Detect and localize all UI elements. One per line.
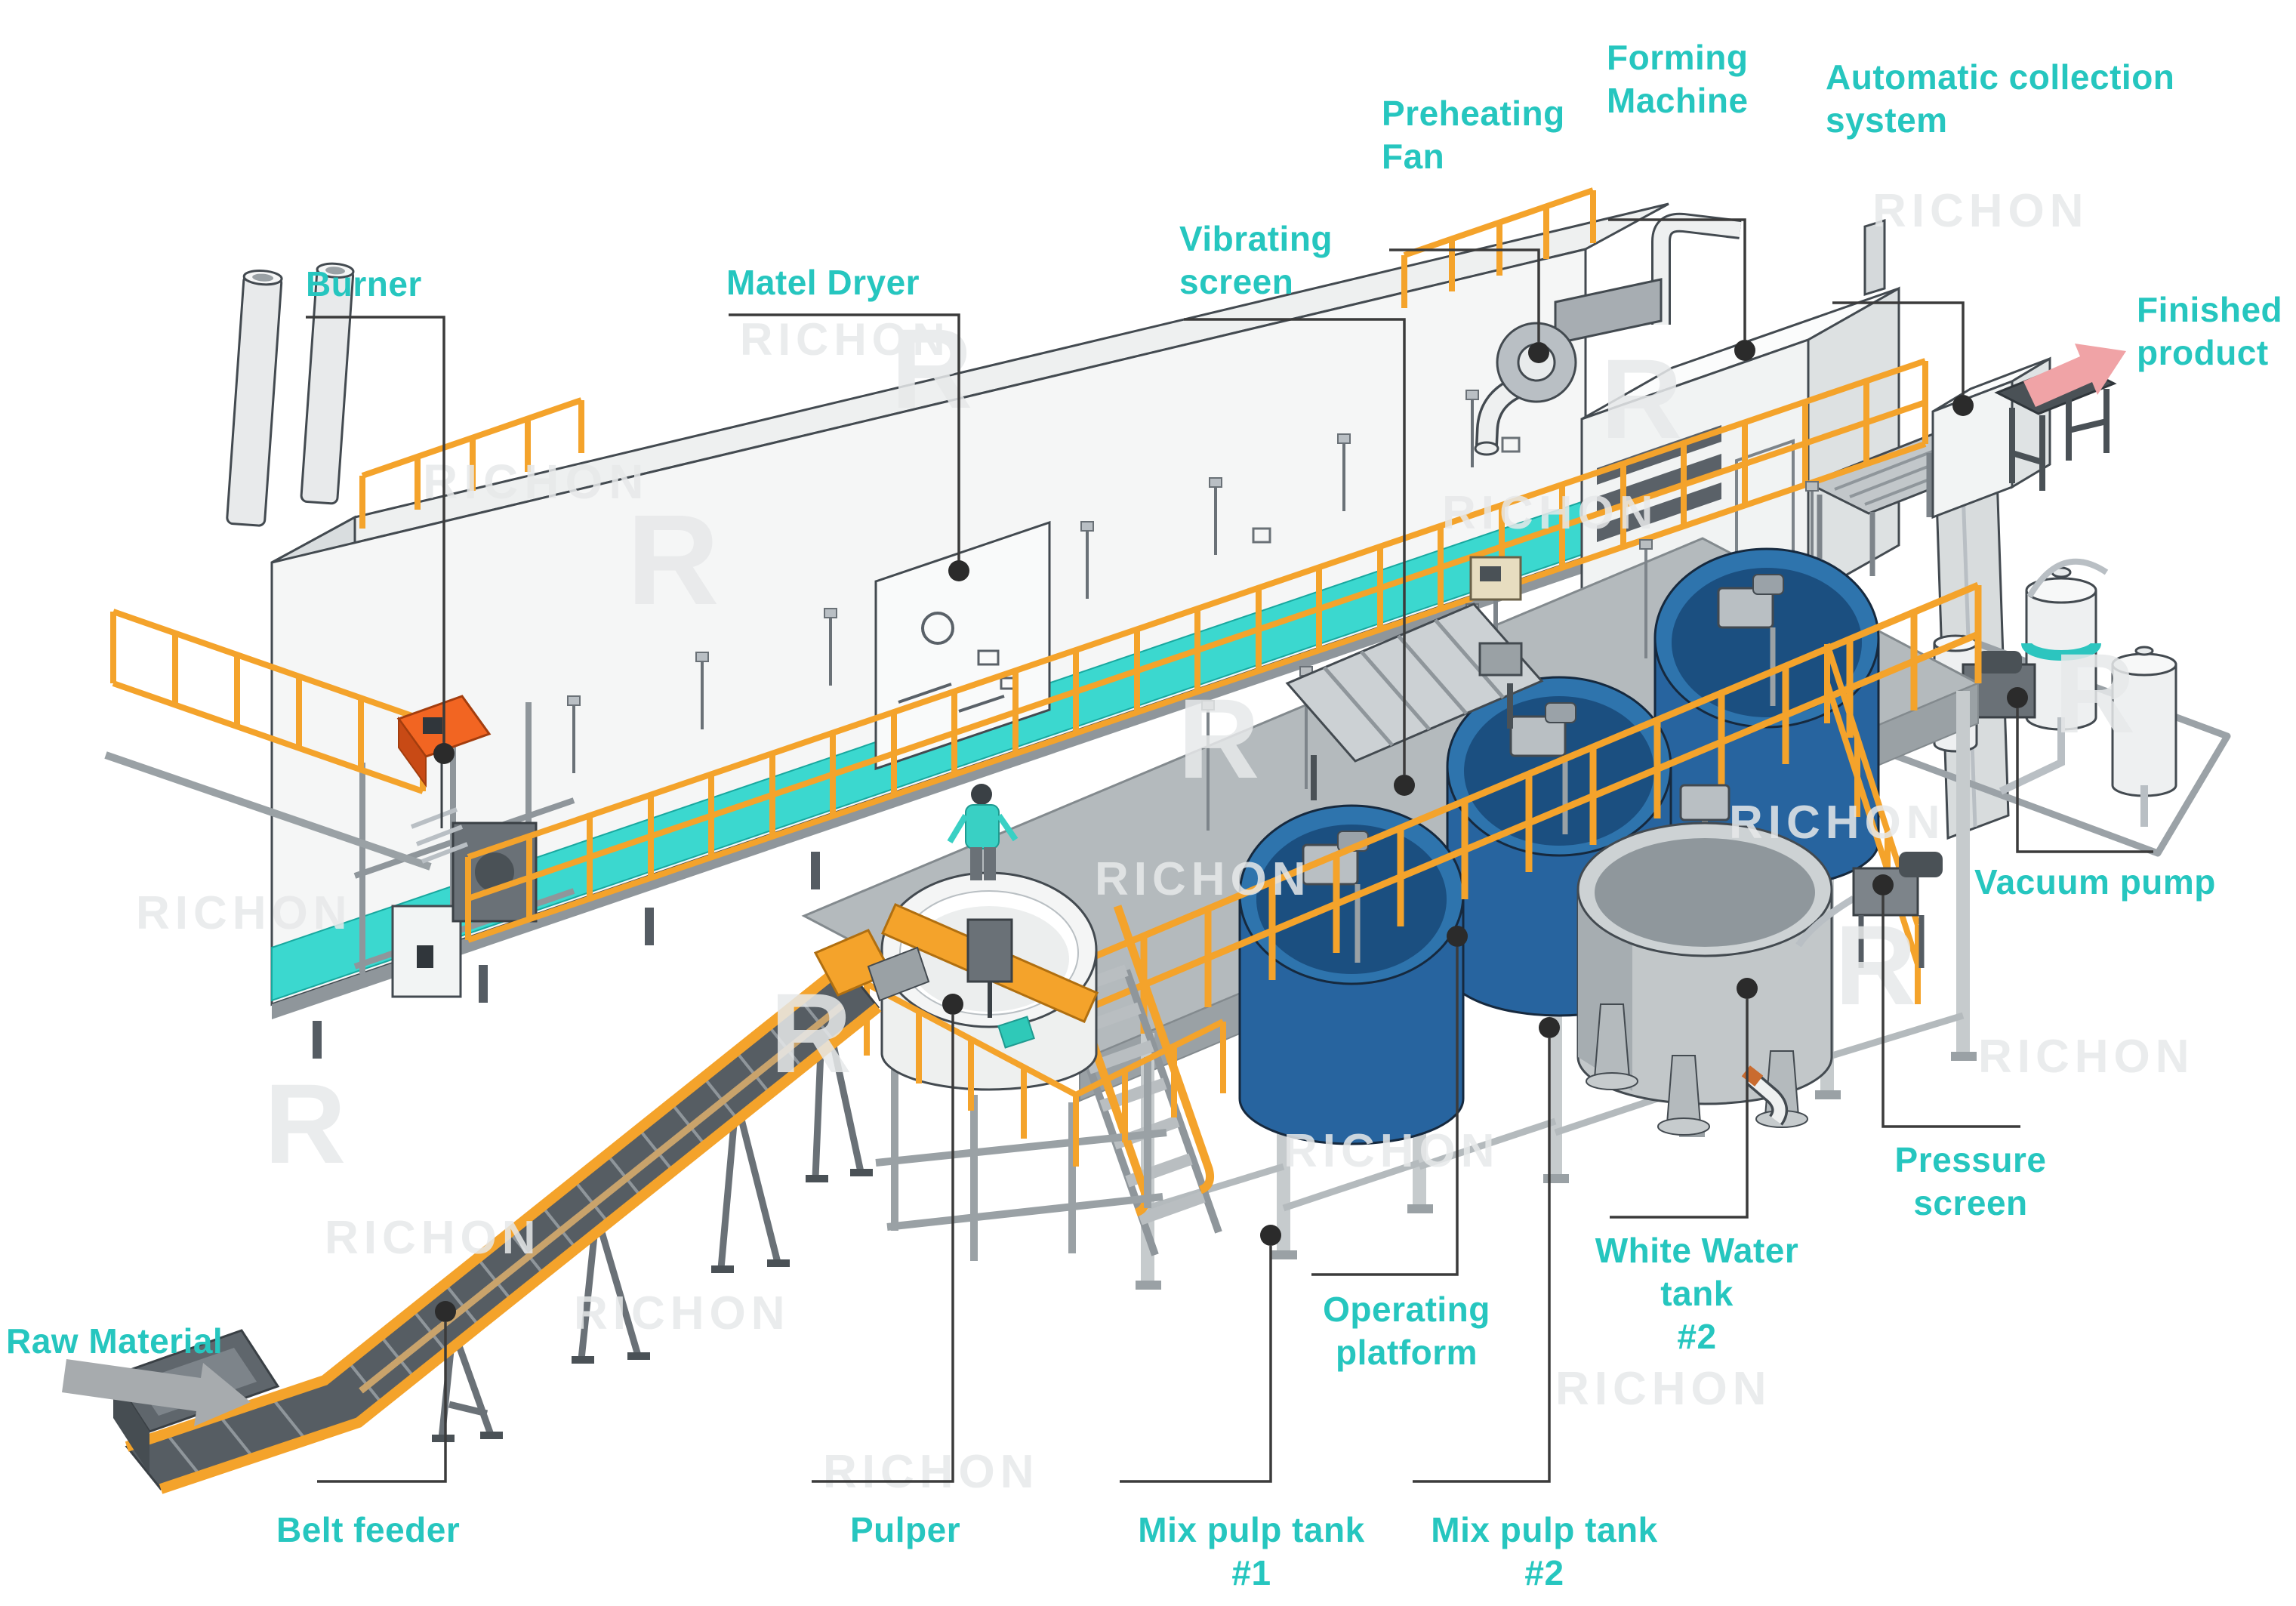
leader-lines — [306, 218, 2153, 1483]
svg-text:RICHON: RICHON — [1095, 853, 1311, 905]
svg-text:RICHON: RICHON — [136, 887, 353, 939]
leader-belt-feeder — [317, 1322, 447, 1483]
raw-material-arrow — [62, 1359, 251, 1426]
worker-figure — [947, 784, 1019, 880]
label-raw-material: Raw Material — [6, 1321, 223, 1361]
label-mix-pulp-tank-2: Mix pulp tank #2 — [1431, 1510, 1658, 1593]
dryer-roof-railing — [359, 187, 1596, 529]
label-pressure-screen: Pressure screen — [1894, 1140, 2047, 1223]
leader-vibrating-screen — [1184, 318, 1406, 775]
svg-text:RICHON: RICHON — [1729, 797, 1946, 849]
label-white-water-tank-2: White Water tank #2 — [1595, 1231, 1799, 1357]
white-water-tank — [1576, 784, 1833, 1136]
label-belt-feeder: Belt feeder — [276, 1510, 461, 1549]
label-burner: Burner — [306, 264, 422, 304]
svg-text:RICHON: RICHON — [1978, 1031, 2195, 1083]
vibrating-screen-unit — [1285, 603, 1544, 800]
leader-white-water-tank — [1610, 999, 1749, 1219]
finished-product-arrow — [2023, 344, 2126, 407]
label-finished-product: Finished product — [2137, 290, 2283, 373]
leader-pulper — [812, 1015, 954, 1483]
svg-text:R: R — [264, 1060, 346, 1187]
mix-pulp-tanks — [1238, 547, 1880, 1145]
leader-mix-pulp-tank-2 — [1413, 1038, 1551, 1483]
svg-text:RICHON: RICHON — [574, 1287, 791, 1339]
leader-preheating-fan — [1389, 248, 1540, 342]
leader-matel-dryer — [729, 313, 960, 562]
label-forming-machine: Forming Machine — [1607, 38, 1749, 121]
platform-back-railing — [465, 358, 1928, 943]
svg-text:RICHON: RICHON — [823, 1446, 1040, 1498]
leader-operating-platform — [1311, 947, 1459, 1276]
label-matel-dryer: Matel Dryer — [726, 263, 920, 302]
pulper-unit — [864, 784, 1226, 1261]
svg-text:RICHON: RICHON — [325, 1212, 541, 1264]
leader-vacuum-pump — [2016, 708, 2153, 853]
svg-text:R: R — [1835, 902, 1916, 1028]
dryer-chimneys — [226, 262, 355, 527]
svg-text:R: R — [2054, 630, 2135, 757]
label-mix-pulp-tank-1: Mix pulp tank #1 — [1138, 1510, 1365, 1593]
leader-forming-machine — [1608, 218, 1746, 340]
leader-pressure-screen — [1881, 895, 2020, 1128]
label-vacuum-pump: Vacuum pump — [1974, 862, 2216, 902]
svg-text:RICHON: RICHON — [1284, 1125, 1500, 1177]
svg-text:RICHON: RICHON — [1872, 185, 2089, 237]
svg-text:RICHON: RICHON — [1442, 487, 1659, 539]
svg-text:RICHON: RICHON — [740, 314, 951, 365]
label-automatic-collection-system: Automatic collection system — [1826, 57, 2175, 140]
leader-burner — [306, 316, 445, 744]
svg-text:RICHON: RICHON — [1555, 1363, 1772, 1415]
svg-text:R: R — [1178, 675, 1259, 802]
svg-text:RICHON: RICHON — [423, 455, 649, 509]
label-vibrating-screen: Vibrating screen — [1179, 219, 1333, 302]
svg-text:R: R — [770, 969, 852, 1096]
label-preheating-fan: Preheating Fan — [1382, 94, 1565, 177]
richon-watermarks: R RICHON R RICHON R RICHON RICHON R RICH… — [136, 185, 2195, 1498]
leader-automatic-collection — [1832, 301, 1965, 395]
label-pulper: Pulper — [850, 1510, 961, 1549]
pressure-screen-unit — [1795, 852, 1943, 968]
leader-dots — [433, 340, 2028, 1322]
label-operating-platform: Operating platform — [1323, 1290, 1490, 1373]
dryer-control-panel — [874, 520, 1051, 771]
svg-text:R: R — [627, 489, 720, 632]
svg-text:R: R — [1601, 335, 1682, 462]
leader-mix-pulp-tank-1 — [1120, 1246, 1272, 1483]
